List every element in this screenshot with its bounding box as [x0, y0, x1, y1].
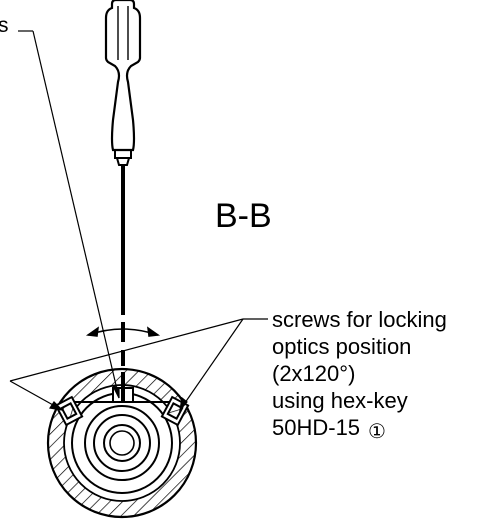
lens-circle-inner	[109, 430, 135, 456]
locking-screws-note: screws for locking optics position (2x12…	[272, 306, 447, 443]
outer-housing-circle	[46, 367, 198, 519]
note-line-4: using hex-key	[272, 388, 408, 413]
optics-ring-inner	[84, 405, 160, 481]
note-line-3: (2x120°)	[272, 361, 356, 386]
note-line-5-wrapper: 50HD-15 ①	[272, 414, 447, 443]
section-label: B-B	[215, 197, 272, 235]
leader-lines	[9, 30, 268, 412]
note-line-2: optics position	[272, 334, 412, 359]
lens-holder-circle	[93, 414, 151, 472]
lens-circle-outer	[103, 424, 141, 462]
callout-label-fragment: s	[0, 14, 9, 37]
locking-screw-left	[54, 395, 84, 427]
note-line-1: screws for locking	[272, 307, 447, 332]
note-line-5: 50HD-15	[272, 415, 361, 440]
reference-number: ①	[368, 421, 386, 443]
